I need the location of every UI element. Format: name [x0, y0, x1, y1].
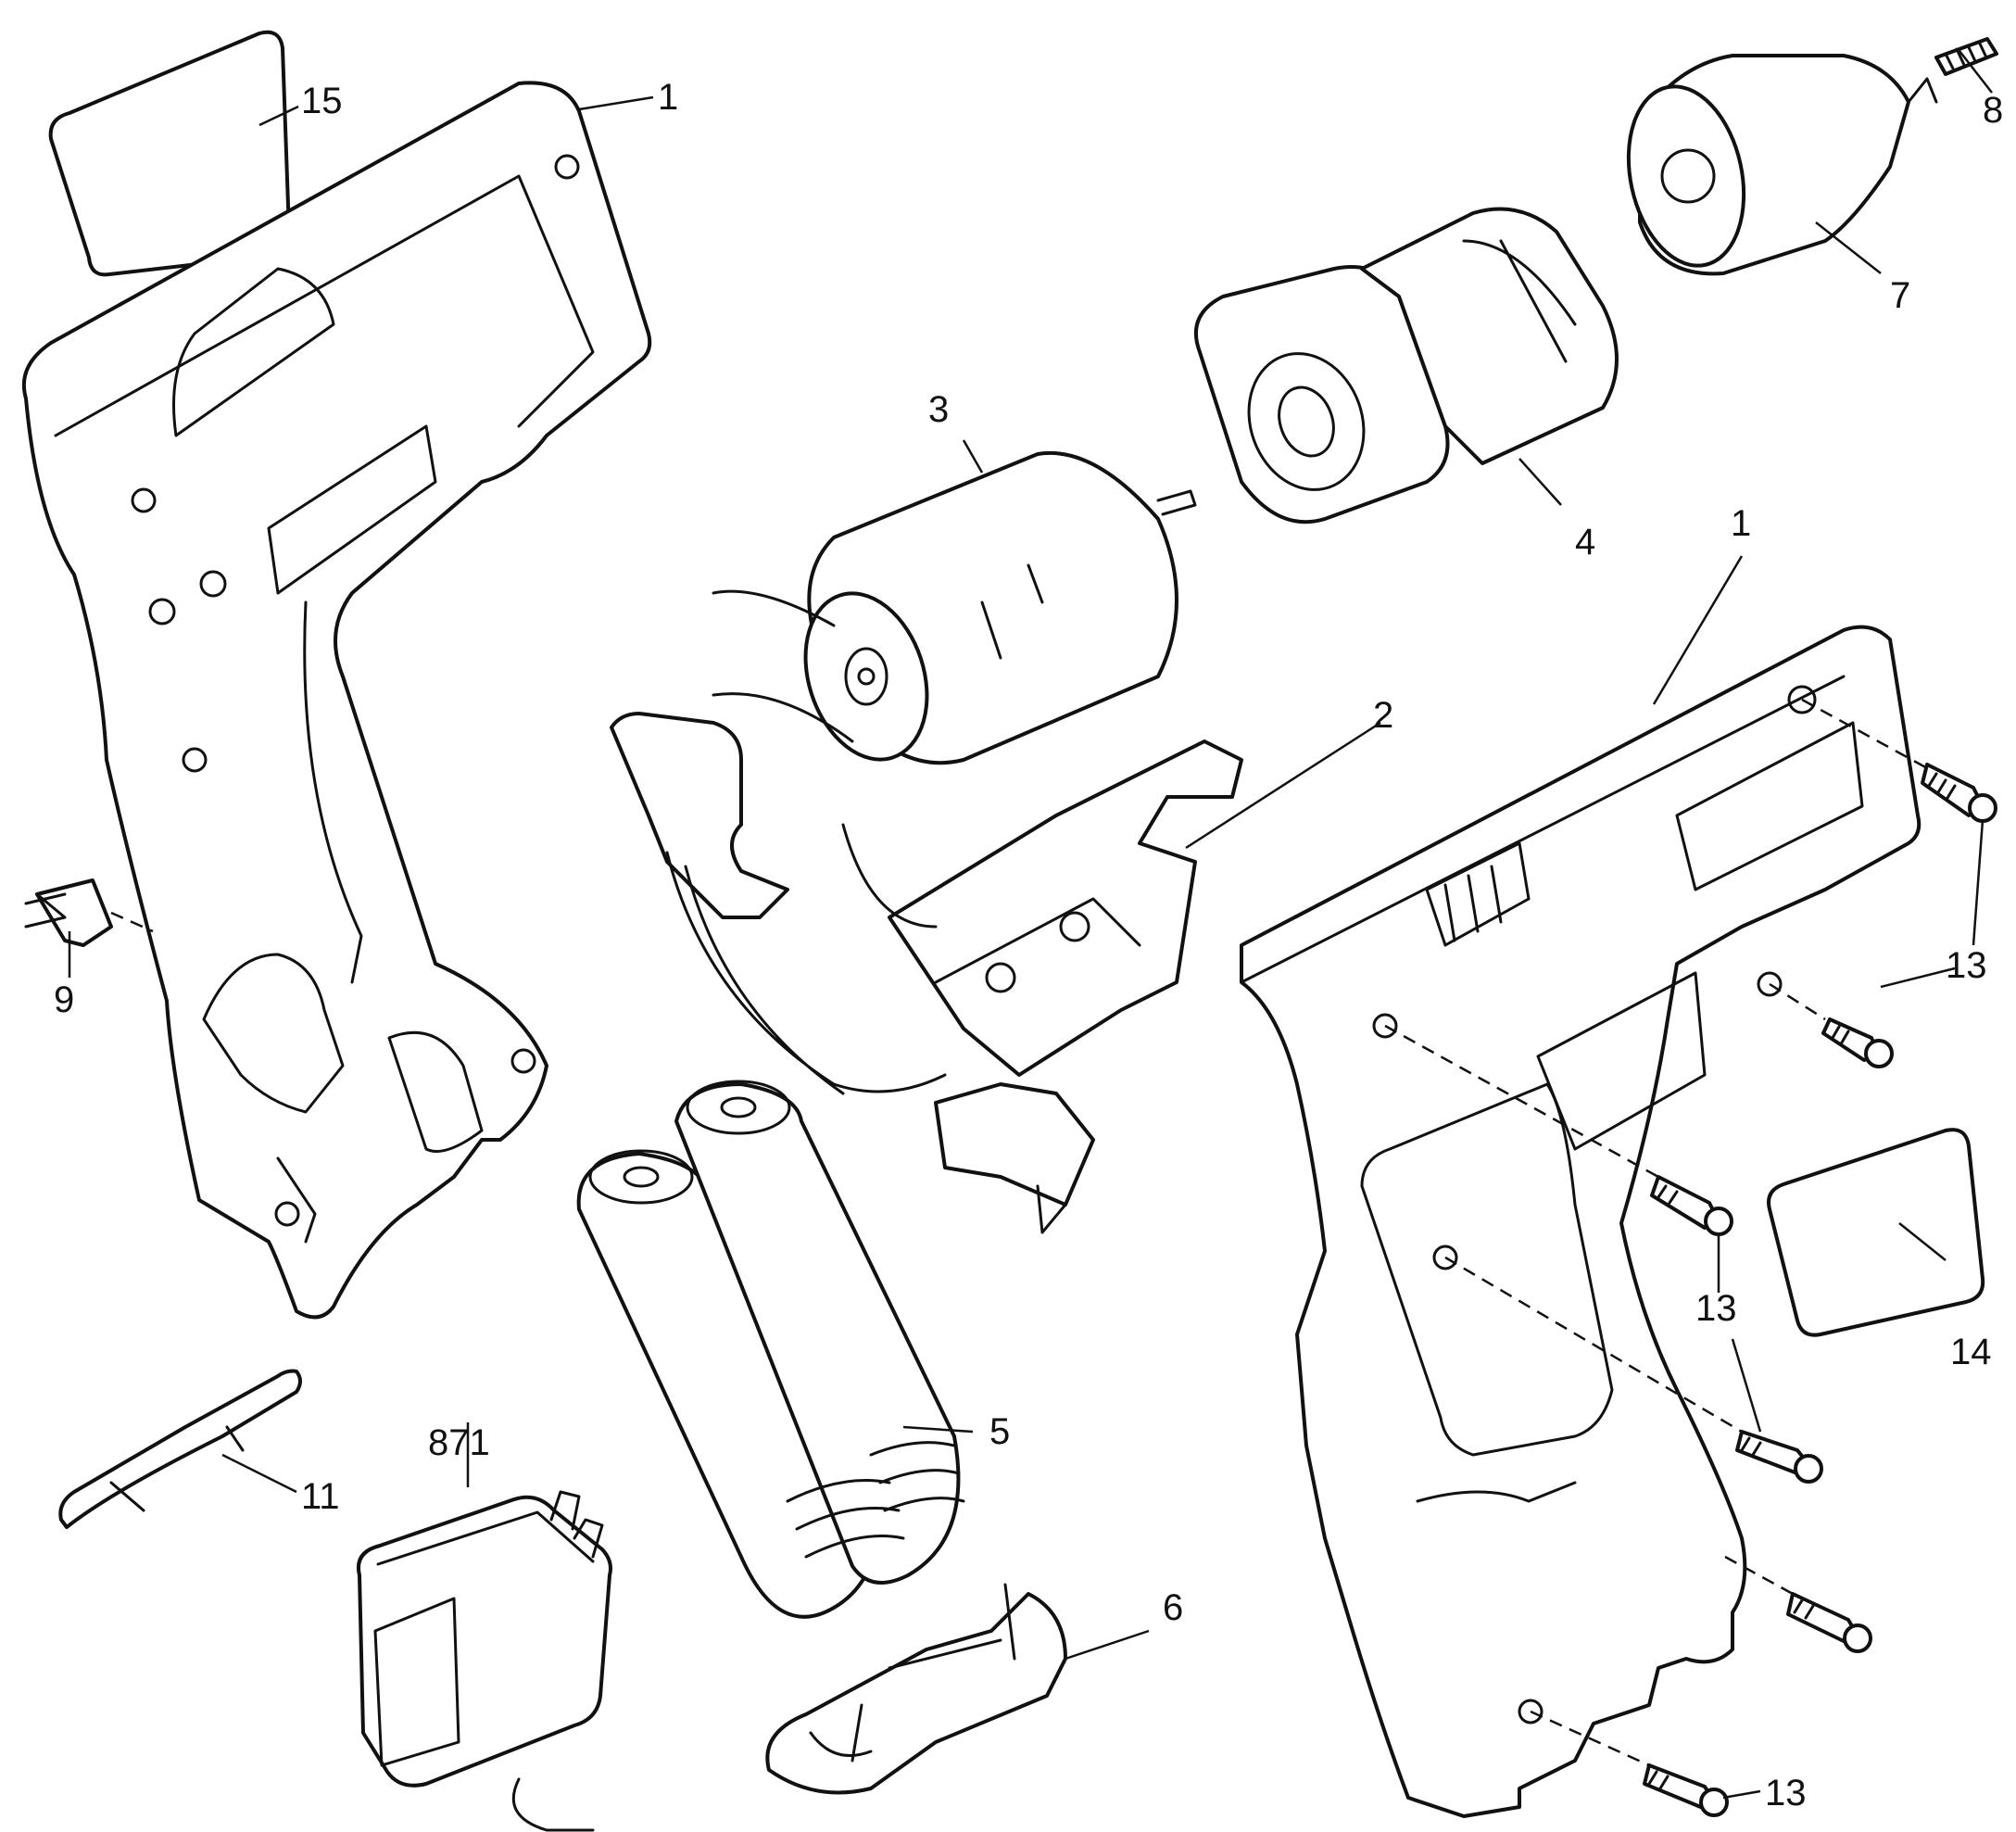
part-1-left-housing [21, 81, 652, 1320]
callout-13-a: 13 [1946, 945, 1987, 986]
part-4-gearbox [1194, 207, 1619, 524]
leader-lines [68, 50, 1993, 1800]
screw-d [1735, 1430, 1823, 1484]
callout-5: 5 [989, 1411, 1010, 1452]
callout-1-left: 1 [658, 77, 678, 118]
callout-6: 6 [1163, 1587, 1183, 1628]
screw-e [1786, 1592, 1872, 1653]
part-8-screw [1934, 37, 1998, 76]
part-871-charger [357, 1490, 612, 1832]
part-13-screws [1643, 763, 1997, 1817]
callout-8: 8 [1983, 90, 2003, 131]
part-6-battery-clip [765, 1583, 1067, 1795]
screw-a [1921, 763, 1997, 823]
callout-9: 9 [54, 979, 74, 1020]
callout-15: 15 [301, 81, 343, 121]
part-1-right-housing [1240, 625, 1922, 1818]
callout-3: 3 [928, 389, 949, 430]
callout-4: 4 [1575, 522, 1595, 562]
screw-f [1643, 1763, 1729, 1817]
part-2-switch [610, 712, 1243, 1234]
alignment-lines [1384, 698, 1930, 1767]
callout-13-b: 13 [1695, 1288, 1737, 1329]
part-7-chuck [1626, 54, 1938, 276]
part-5-batteries [576, 1080, 965, 1619]
screw-b [1821, 1017, 1894, 1068]
part-3-motor [712, 450, 1197, 765]
part-11-bit [58, 1369, 302, 1529]
callout-14: 14 [1950, 1332, 1992, 1372]
callout-11: 11 [301, 1476, 340, 1517]
part-14-label [1767, 1128, 1985, 1337]
part-9-clip [24, 878, 154, 947]
callout-1-right: 1 [1731, 503, 1751, 544]
callouts: 15 1 3 4 1 2 8 7 9 11 871 5 6 13 13 14 1… [54, 77, 2003, 1813]
callout-871: 871 [428, 1422, 490, 1463]
callout-7: 7 [1890, 275, 1910, 316]
callout-13-c: 13 [1765, 1773, 1807, 1813]
screw-c [1650, 1175, 1733, 1236]
callout-2: 2 [1373, 695, 1393, 736]
